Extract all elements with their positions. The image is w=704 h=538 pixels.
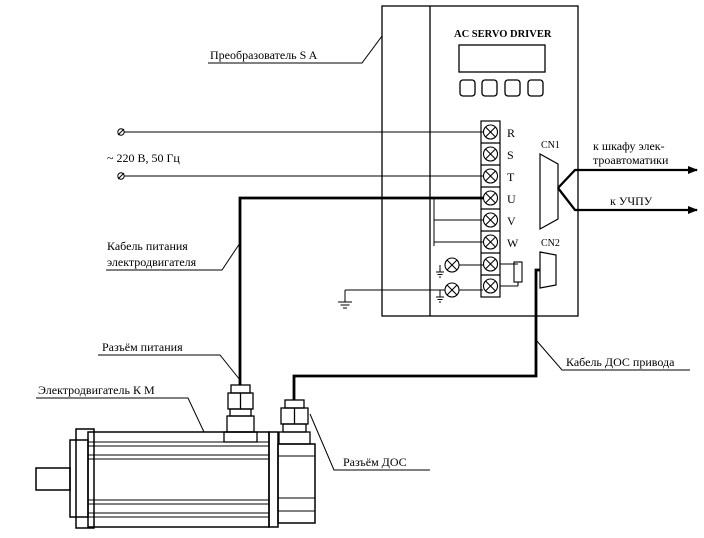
feedback-connector-label: Разъём ДОС: [343, 455, 407, 469]
motor-leader: [36, 397, 205, 433]
ground-screw: [444, 282, 460, 298]
terminal-label-t: T: [507, 170, 515, 184]
screw-terminal: [482, 168, 499, 184]
cn1-output-lines: [557, 166, 698, 214]
screw-terminal: [482, 278, 499, 294]
driver-button: [481, 79, 498, 97]
cn1-connector: [539, 152, 559, 231]
screw-terminal: [482, 124, 499, 140]
driver-button: [459, 79, 476, 97]
ground-screw: [444, 257, 460, 273]
screw-terminal: [482, 190, 499, 206]
power-connector-label: Разъём питания: [102, 340, 183, 354]
converter-leader: [208, 35, 383, 64]
driver-display: [458, 44, 546, 73]
supply-lines: [117, 128, 483, 309]
leader-lines: [36, 35, 690, 471]
motor-power-cable: [238, 196, 483, 385]
servo-driver: [381, 5, 579, 317]
cn2-label: CN2: [541, 238, 560, 249]
power-cable-leader: [106, 242, 241, 271]
ground-screws: [444, 257, 460, 298]
feedback-cable: [292, 268, 540, 400]
screw-terminal: [482, 234, 499, 250]
to-cnc-label: к УЧПУ: [610, 194, 653, 208]
terminal-label-w: W: [507, 236, 519, 250]
screw-terminal: [482, 146, 499, 162]
driver-buttons: [459, 79, 544, 97]
driver-button: [504, 79, 521, 97]
driver-title: AC SERVO DRIVER: [454, 29, 552, 40]
power-connector-leader: [98, 354, 241, 381]
terminal-label-s: S: [507, 148, 514, 162]
motor: [35, 428, 316, 529]
terminal-label-v: V: [507, 214, 516, 228]
power-cable-label-1: Кабель питания: [107, 239, 188, 253]
terminal-label-r: R: [507, 126, 515, 140]
screw-terminal: [482, 256, 499, 272]
terminal-label-u: U: [507, 192, 516, 206]
to-cnc-arrow: [557, 187, 698, 214]
supply-label: ~ 220 В, 50 Гц: [107, 151, 180, 165]
to-cabinet-arrow: [557, 166, 698, 189]
cn1-label: CN1: [541, 140, 560, 151]
power-connector: [223, 384, 258, 443]
feedback-connector: [278, 399, 311, 445]
screw-terminal: [482, 212, 499, 228]
terminal-block: [480, 120, 501, 298]
to-cabinet-label-2: троавтоматики: [593, 153, 669, 167]
motor-label: Электродвигатель К М: [38, 383, 155, 397]
feedback-cable-leader: [535, 339, 690, 371]
terminal-screws: [482, 124, 499, 294]
cn2-connector: [539, 251, 557, 289]
brake-resistor: [500, 261, 523, 287]
feedback-connector-leader: [309, 413, 430, 471]
power-cable-label-2: электродвигателя: [107, 255, 197, 269]
to-cabinet-label-1: к шкафу элек-: [593, 139, 665, 153]
feedback-cable-label: Кабель ДОС привода: [566, 355, 675, 369]
driver-button: [527, 79, 544, 97]
converter-label: Преобразователь S A: [210, 48, 318, 62]
